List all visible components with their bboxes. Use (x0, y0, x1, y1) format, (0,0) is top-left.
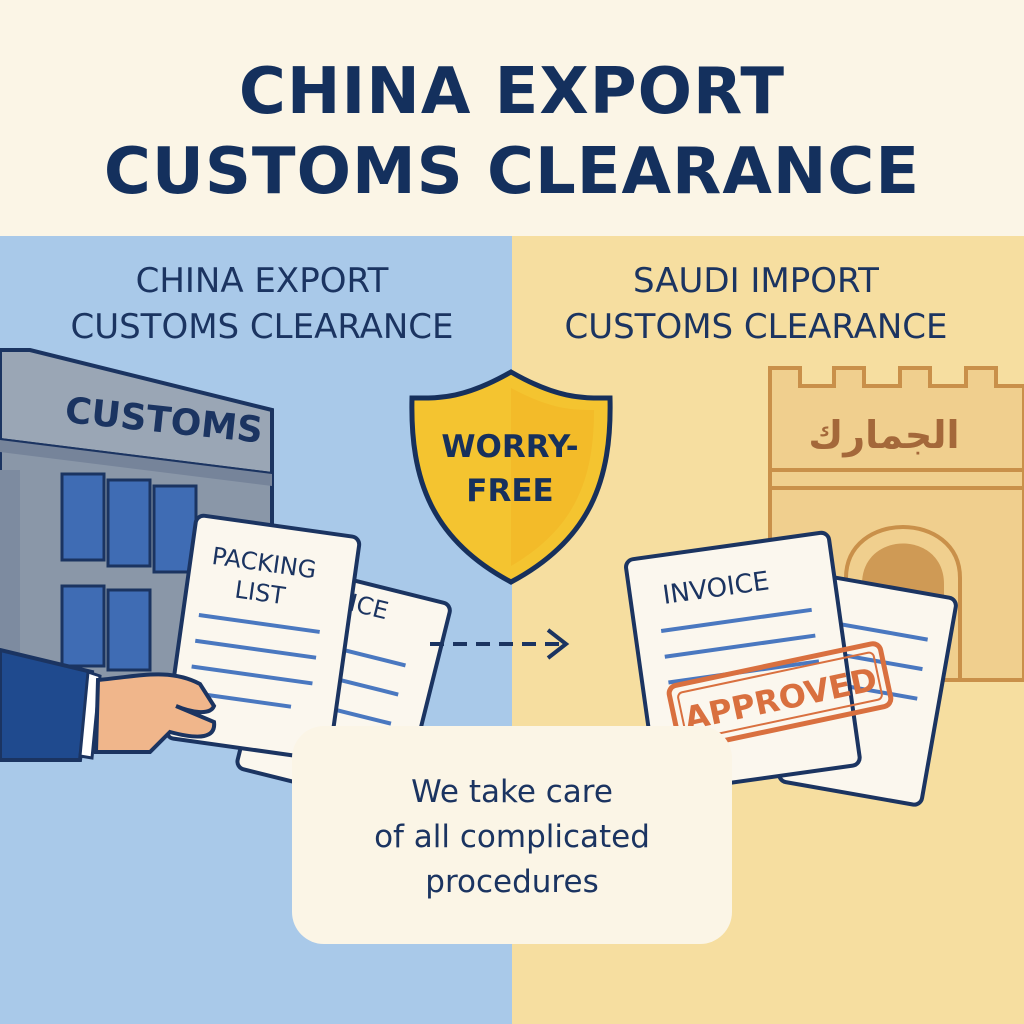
saudi-panel-title-line-1: SAUDI IMPORT (633, 261, 879, 301)
packing-list-document (164, 513, 362, 762)
saudi-building-sign: الجمارك (808, 413, 959, 457)
page-title-line-2: CUSTOMS CLEARANCE (103, 135, 921, 209)
page-title-line-1: CHINA EXPORT (238, 55, 786, 129)
transfer-arrow-icon (430, 628, 570, 660)
saudi-panel-title-line-2: CUSTOMS CLEARANCE (564, 307, 948, 347)
tagline-line-1: We take care (411, 774, 613, 810)
tagline-line-3: procedures (425, 864, 599, 900)
worry-free-badge: WORRY- FREE (410, 425, 610, 513)
badge-line-2: FREE (466, 473, 554, 509)
hand-icon (0, 647, 217, 762)
badge-line-1: WORRY- (441, 429, 579, 465)
header (0, 0, 1024, 236)
tagline-card (292, 726, 732, 944)
china-panel-title-line-1: CHINA EXPORT (135, 261, 389, 301)
page-title: CHINA EXPORT CUSTOMS CLEARANCE (0, 52, 1024, 212)
tagline: We take care of all complicated procedur… (292, 770, 732, 905)
saudi-panel-title: SAUDI IMPORT CUSTOMS CLEARANCE (500, 258, 1012, 350)
china-panel-title-line-2: CUSTOMS CLEARANCE (70, 307, 454, 347)
china-customs-building-icon (0, 348, 274, 702)
approved-stamp-icon (666, 641, 894, 751)
china-panel-title: CHINA EXPORT CUSTOMS CLEARANCE (6, 258, 518, 350)
shield-icon (409, 369, 613, 585)
tagline-line-2: of all complicated (374, 819, 650, 855)
